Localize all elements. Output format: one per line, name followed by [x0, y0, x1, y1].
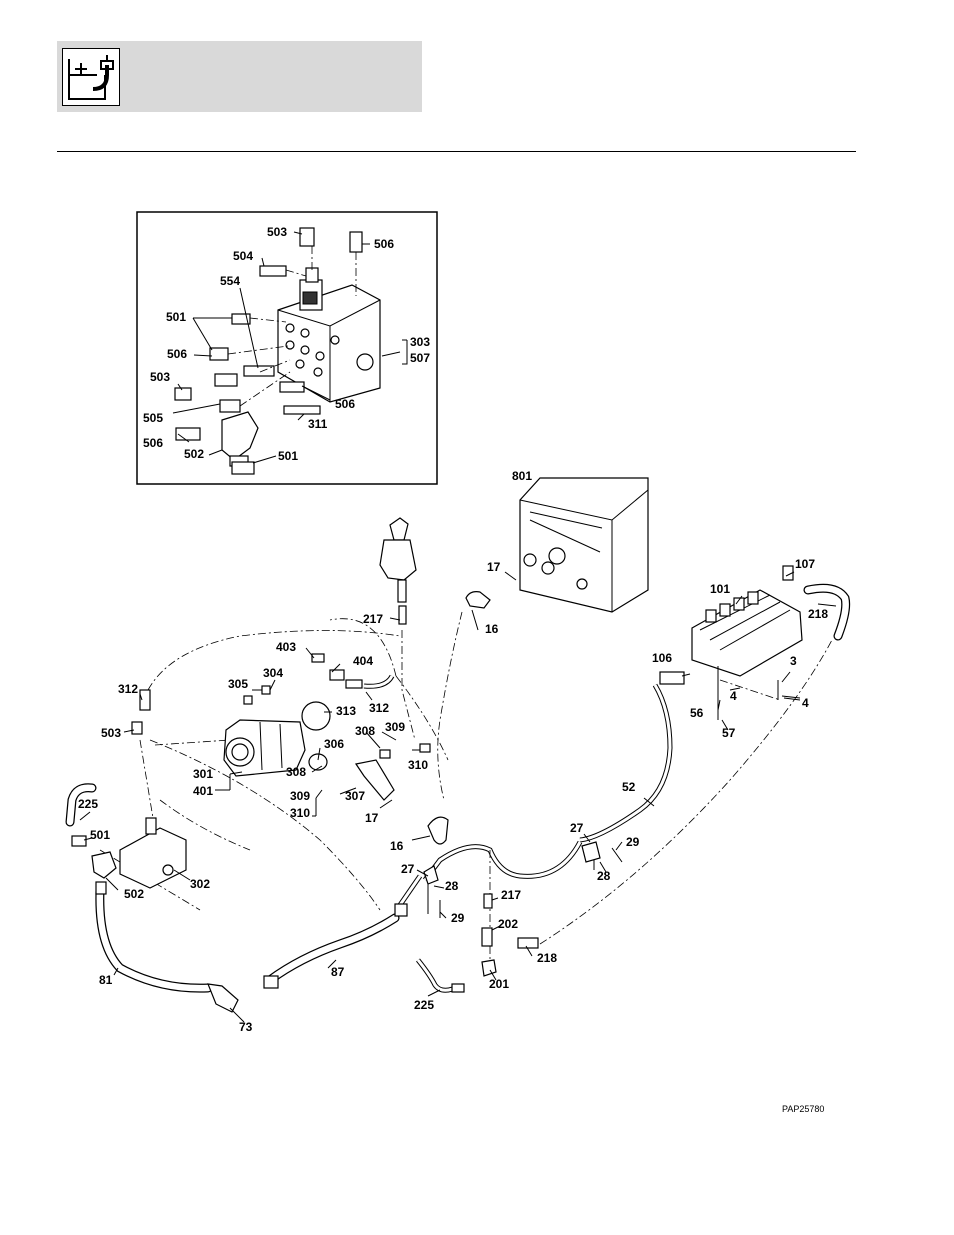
part-callout-309: 309 — [290, 789, 310, 803]
part-callout-308: 308 — [355, 724, 375, 738]
part-callout-4: 4 — [730, 689, 737, 703]
control-box — [520, 478, 648, 612]
part-callout-401: 401 — [193, 784, 213, 798]
part-callout-403: 403 — [276, 640, 296, 654]
part-callout-303: 303 — [410, 335, 430, 349]
part-callout-503: 503 — [101, 726, 121, 740]
part-callout-87: 87 — [331, 965, 345, 979]
part-callout-106: 106 — [652, 651, 672, 665]
part-callout-504: 504 — [233, 249, 253, 263]
part-callout-501: 501 — [278, 449, 298, 463]
part-callout-107: 107 — [795, 557, 815, 571]
part-callout-304: 304 — [263, 666, 283, 680]
part-callout-503: 503 — [267, 225, 287, 239]
part-callout-308: 308 — [286, 765, 306, 779]
part-callout-301: 301 — [193, 767, 213, 781]
part-callout-502: 502 — [124, 887, 144, 901]
part-callout-27: 27 — [570, 821, 584, 835]
part-callout-29: 29 — [626, 835, 640, 849]
part-callout-17: 17 — [487, 560, 501, 574]
part-callout-311: 311 — [308, 417, 328, 431]
part-callout-217: 217 — [501, 888, 521, 902]
part-callout-57: 57 — [722, 726, 736, 740]
part-callout-218: 218 — [808, 607, 828, 621]
pump — [132, 592, 490, 844]
part-callout-313: 313 — [336, 704, 356, 718]
part-callout-307: 307 — [345, 789, 365, 803]
part-callout-506: 506 — [143, 436, 163, 450]
part-callout-218: 218 — [537, 951, 557, 965]
part-callout-52: 52 — [622, 780, 636, 794]
part-callout-302: 302 — [190, 877, 210, 891]
part-callout-502: 502 — [184, 447, 204, 461]
part-callout-28: 28 — [597, 869, 611, 883]
part-callout-17: 17 — [365, 811, 379, 825]
part-callout-202: 202 — [498, 917, 518, 931]
part-callout-306: 306 — [324, 737, 344, 751]
part-callout-312: 312 — [369, 701, 389, 715]
main-callouts: 801 17 16 107 101 218 217 403 404 305 30… — [78, 469, 828, 1034]
part-callout-801: 801 — [512, 469, 532, 483]
part-callout-225: 225 — [78, 797, 98, 811]
part-callout-309: 309 — [385, 720, 405, 734]
part-callout-312: 312 — [118, 682, 138, 696]
part-callout-28: 28 — [445, 879, 459, 893]
part-callout-503: 503 — [150, 370, 170, 384]
part-callout-73: 73 — [239, 1020, 253, 1034]
part-callout-3: 3 — [790, 654, 797, 668]
part-callout-27: 27 — [401, 862, 415, 876]
part-callout-16: 16 — [485, 622, 499, 636]
part-callout-501: 501 — [166, 310, 186, 324]
part-callout-310: 310 — [290, 806, 310, 820]
figure-reference: PAP25780 — [782, 1104, 824, 1114]
part-callout-501: 501 — [90, 828, 110, 842]
part-callout-506: 506 — [335, 397, 355, 411]
part-callout-81: 81 — [99, 973, 113, 987]
part-callout-29: 29 — [451, 911, 465, 925]
part-callout-101: 101 — [710, 582, 730, 596]
part-callout-507: 507 — [410, 351, 430, 365]
part-callout-4: 4 — [802, 696, 809, 710]
part-callout-505: 505 — [143, 411, 163, 425]
part-callout-404: 404 — [353, 654, 373, 668]
part-callout-554: 554 — [220, 274, 240, 288]
fittings-and-brackets — [208, 654, 622, 1012]
part-callout-56: 56 — [690, 706, 704, 720]
part-callout-16: 16 — [390, 839, 404, 853]
part-callout-506: 506 — [374, 237, 394, 251]
part-callout-305: 305 — [228, 677, 248, 691]
main-leaders — [80, 478, 836, 1022]
part-callout-225: 225 — [414, 998, 434, 1012]
part-callout-217: 217 — [363, 612, 383, 626]
part-callout-201: 201 — [489, 977, 509, 991]
joystick — [380, 518, 416, 624]
part-callout-506: 506 — [167, 347, 187, 361]
part-callout-310: 310 — [408, 758, 428, 772]
